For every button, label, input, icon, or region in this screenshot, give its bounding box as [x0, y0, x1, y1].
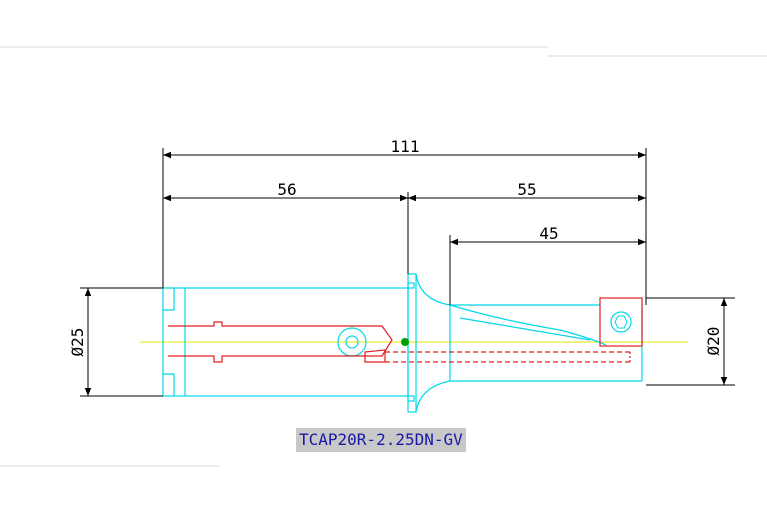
flange-outline [407, 273, 451, 413]
insert [599, 297, 643, 347]
coolant-channel [168, 321, 631, 363]
dim-drill-dia-text: Ø20 [704, 327, 723, 356]
coolant-port-icon [401, 338, 409, 346]
part-number-label: TCAP20R-2.25DN-GV [296, 428, 466, 452]
insert-screw-hex [614, 315, 628, 329]
insert-screw-icon [610, 311, 632, 333]
dim-shank-dia-text: Ø25 [68, 328, 87, 357]
dim-drill-text: 45 [539, 224, 558, 243]
drill-body-outline [449, 304, 643, 382]
dim-shank-text: 56 [277, 180, 296, 199]
dim-head-text: 55 [517, 180, 536, 199]
extension-lines [80, 148, 735, 397]
dim-overall-text: 111 [391, 137, 420, 156]
